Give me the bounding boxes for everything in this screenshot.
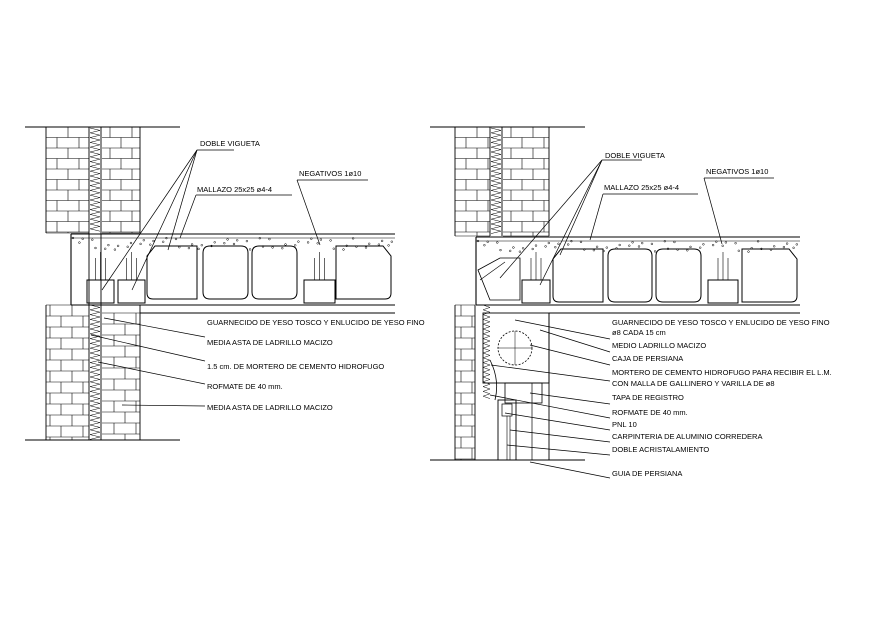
left-leaders xyxy=(90,149,368,407)
left-label-guarnecido: GUARNECIDO DE YESO TOSCO Y ENLUCIDO DE Y… xyxy=(207,318,425,327)
left-slab xyxy=(70,233,395,314)
right-label-caja: CAJA DE PERSIANA xyxy=(612,354,683,363)
right-label-mortero-1: MORTERO DE CEMENTO HIDROFUGO PARA RECIBI… xyxy=(612,368,832,377)
right-label-tapa: TAPA DE REGISTRO xyxy=(612,393,684,402)
right-detail-labels: DOBLE VIGUETA MALLAZO 25x25 ø4-4 NEGATIV… xyxy=(604,151,832,478)
right-label-guarnecido: GUARNECIDO DE YESO TOSCO Y ENLUCIDO DE Y… xyxy=(612,318,830,327)
right-label-doble-vigueta: DOBLE VIGUETA xyxy=(605,151,665,160)
left-label-doble-vigueta: DOBLE VIGUETA xyxy=(200,139,260,148)
right-detail xyxy=(430,126,585,461)
right-label-guia: GUIA DE PERSIANA xyxy=(612,469,682,478)
right-label-mortero-2: CON MALLA DE GALLINERO Y VARILLA DE ø8 xyxy=(612,379,775,388)
right-label-medio-ladrillo: MEDIO LADRILLO MACIZO xyxy=(612,341,706,350)
right-label-cada: ø8 CADA 15 cm xyxy=(612,328,666,337)
right-shutter-box xyxy=(482,304,550,461)
right-label-pnl: PNL 10 xyxy=(612,420,637,429)
right-label-carpinteria: CARPINTERIA DE ALUMINIO CORREDERA xyxy=(612,432,762,441)
right-label-rofmate: ROFMATE DE 40 mm. xyxy=(612,408,688,417)
left-label-media-asta-1: MEDIA ASTA DE LADRILLO MACIZO xyxy=(207,338,333,347)
left-label-mortero: 1.5 cm. DE MORTERO DE CEMENTO HIDROFUGO xyxy=(207,362,384,371)
right-slab xyxy=(475,236,800,314)
left-detail-labels: DOBLE VIGUETA MALLAZO 25x25 ø4-4 NEGATIV… xyxy=(197,139,425,412)
right-leaders xyxy=(489,159,774,479)
left-label-negativos: NEGATIVOS 1ø10 xyxy=(299,169,361,178)
right-label-negativos: NEGATIVOS 1ø10 xyxy=(706,167,768,176)
right-label-mallazo: MALLAZO 25x25 ø4-4 xyxy=(604,183,679,192)
left-label-media-asta-2: MEDIA ASTA DE LADRILLO MACIZO xyxy=(207,403,333,412)
left-detail xyxy=(25,126,180,441)
right-label-doble-acristalamiento: DOBLE ACRISTALAMIENTO xyxy=(612,445,709,454)
left-label-mallazo: MALLAZO 25x25 ø4-4 xyxy=(197,185,272,194)
left-label-rofmate: ROFMATE DE 40 mm. xyxy=(207,382,283,391)
